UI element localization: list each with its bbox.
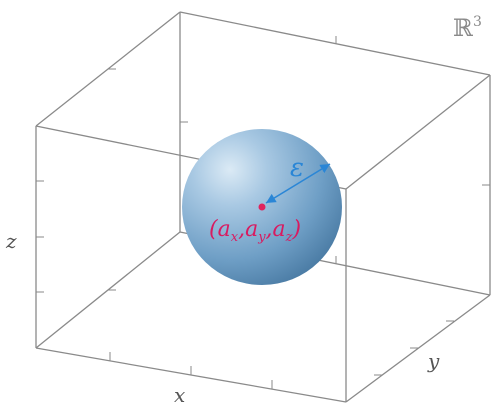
space-exponent: 3 xyxy=(473,14,482,30)
center-label-paren-open: ( xyxy=(209,217,218,242)
box-edge-top-right xyxy=(345,74,491,190)
radius-arrow xyxy=(265,163,331,204)
center-label-a: a xyxy=(245,217,258,242)
center-label-a: a xyxy=(218,217,231,242)
center-label: (ax,ay,az) xyxy=(209,217,301,245)
y-axis-label: y xyxy=(427,349,440,373)
center-label-a: a xyxy=(273,217,286,242)
z-axis-label: z xyxy=(5,229,17,253)
space-label: ℝ3 xyxy=(453,14,482,42)
box-edge-top-back xyxy=(179,11,491,76)
center-point xyxy=(258,203,266,211)
center-label-comma: , xyxy=(266,217,273,242)
center-label-subscript-x: x xyxy=(231,230,239,245)
axis-ticks xyxy=(36,36,490,389)
center-label-paren-close: ) xyxy=(292,217,302,242)
center-label-comma: , xyxy=(238,217,245,242)
space-symbol: ℝ xyxy=(453,14,474,42)
center-label-subscript-z: z xyxy=(285,230,293,245)
radius-label: ε xyxy=(290,153,304,183)
x-axis-label: x xyxy=(174,383,185,407)
center-label-subscript-y: y xyxy=(257,230,266,245)
